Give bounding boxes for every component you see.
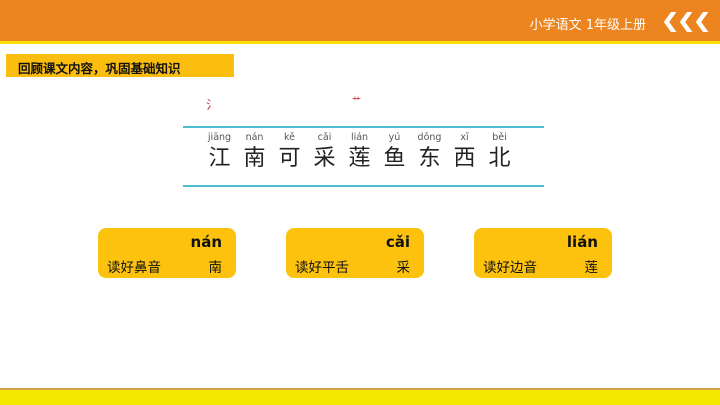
chevron-left-icon [679, 12, 693, 32]
course-title: 小学语文 1年级上册 [529, 18, 646, 33]
card-pinyin: nán [190, 233, 222, 251]
chevron-left-icon [663, 12, 677, 32]
header-bar: 小学语文 1年级上册 [0, 0, 720, 44]
card-char: 采 [396, 260, 411, 276]
card-char: 南 [208, 260, 223, 276]
card-label: 读好平舌 [295, 260, 349, 276]
card-pinyin: lián [566, 233, 598, 251]
tip-card-flat-tongue: cǎi 读好平舌 采 [286, 228, 424, 278]
ruled-line [183, 185, 544, 187]
triple-chevron-left-icon[interactable] [663, 12, 712, 32]
chevron-left-icon [695, 12, 709, 32]
card-label: 读好边音 [483, 260, 537, 276]
tip-card-nasal: nán 读好鼻音 南 [98, 228, 236, 278]
ruled-line [183, 126, 544, 128]
tip-card-lateral: lián 读好边音 莲 [474, 228, 612, 278]
section-banner: 回顾课文内容，巩固基础知识 [6, 54, 234, 77]
card-label: 读好鼻音 [107, 260, 161, 276]
card-char: 莲 [584, 260, 599, 276]
radical-mark: 艹 [352, 97, 362, 107]
footer-bar [0, 388, 720, 405]
card-pinyin: cǎi [385, 233, 410, 251]
radical-mark: 氵 [206, 98, 219, 112]
